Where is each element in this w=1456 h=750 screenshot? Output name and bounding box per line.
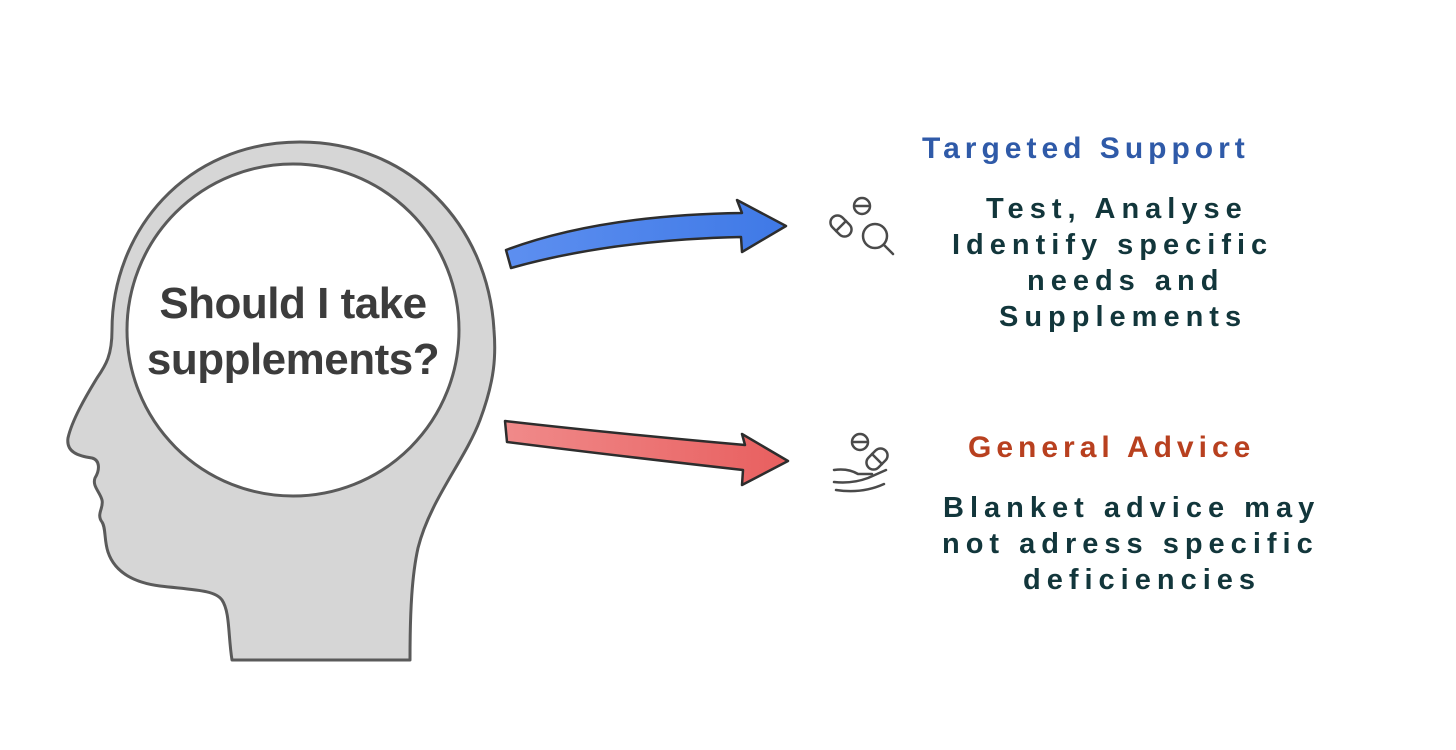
general-line-1: Blanket advice may bbox=[943, 492, 1321, 524]
targeted-arrow bbox=[504, 198, 788, 270]
question-line-2: supplements? bbox=[147, 335, 439, 384]
targeted-line-4: Supplements bbox=[999, 301, 1248, 333]
thought-circle bbox=[125, 162, 461, 498]
general-line-3: deficiencies bbox=[1023, 564, 1262, 596]
general-line-2: not adress specific bbox=[942, 528, 1319, 560]
targeted-line-2: Identify specific bbox=[952, 229, 1274, 261]
pills-magnifier-icon bbox=[829, 196, 895, 256]
question-line-1: Should I take bbox=[159, 279, 426, 328]
targeted-line-3: needs and bbox=[1027, 265, 1225, 297]
general-title: General Advice bbox=[968, 431, 1256, 464]
targeted-title: Targeted Support bbox=[922, 132, 1250, 165]
general-arrow bbox=[503, 419, 790, 487]
targeted-line-1: Test, Analyse bbox=[986, 193, 1248, 225]
hand-pills-icon bbox=[832, 432, 889, 493]
